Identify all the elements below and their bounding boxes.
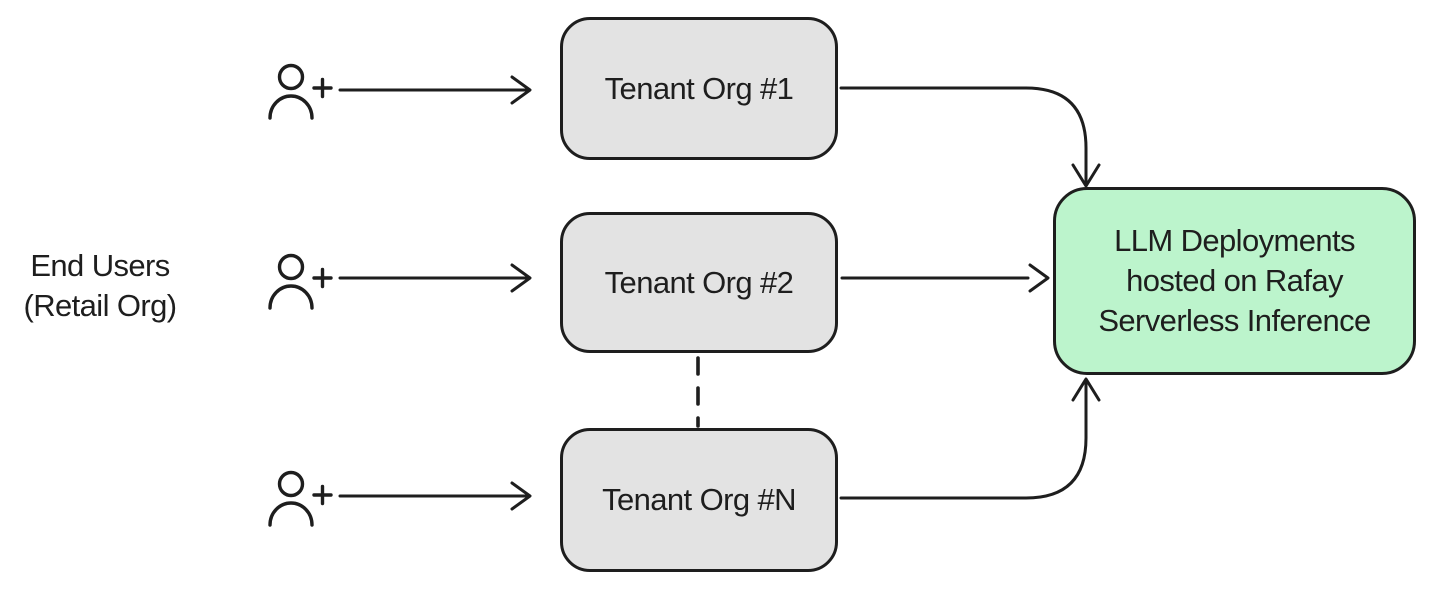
end-users-line1: End Users [30, 248, 170, 283]
user-plus-icon [268, 470, 333, 527]
tenant-org-2-node: Tenant Org #2 [560, 212, 838, 353]
arrow-user-to-tenant-n [338, 481, 532, 511]
tenant-org-1-label: Tenant Org #1 [604, 70, 794, 106]
user-plus-icon [268, 253, 333, 310]
arrow-user-to-tenant-1 [338, 75, 532, 105]
arrow-tenant-2-to-llm [840, 263, 1050, 293]
end-users-line2: (Retail Org) [23, 288, 178, 323]
llm-label-line1: LLM Deployments [1114, 223, 1355, 258]
end-users-label: End Users (Retail Org) [6, 246, 194, 326]
arrow-tenant-1-to-llm [839, 86, 1101, 188]
user-plus-icon [268, 63, 333, 120]
llm-deployments-node: LLM Deployments hosted on Rafay Serverle… [1053, 187, 1416, 375]
tenant-org-n-label: Tenant Org #N [602, 482, 796, 517]
arrow-user-to-tenant-2 [338, 263, 532, 293]
tenant-org-n-node: Tenant Org #N [560, 428, 838, 572]
arrow-tenant-n-to-llm [839, 377, 1101, 500]
tenant-org-1-node: Tenant Org #1 [560, 17, 838, 160]
llm-label-line3: Serverless Inference [1098, 303, 1371, 338]
tenant-org-2-label: Tenant Org #2 [604, 264, 794, 300]
llm-label-line2: hosted on Rafay [1126, 263, 1343, 298]
